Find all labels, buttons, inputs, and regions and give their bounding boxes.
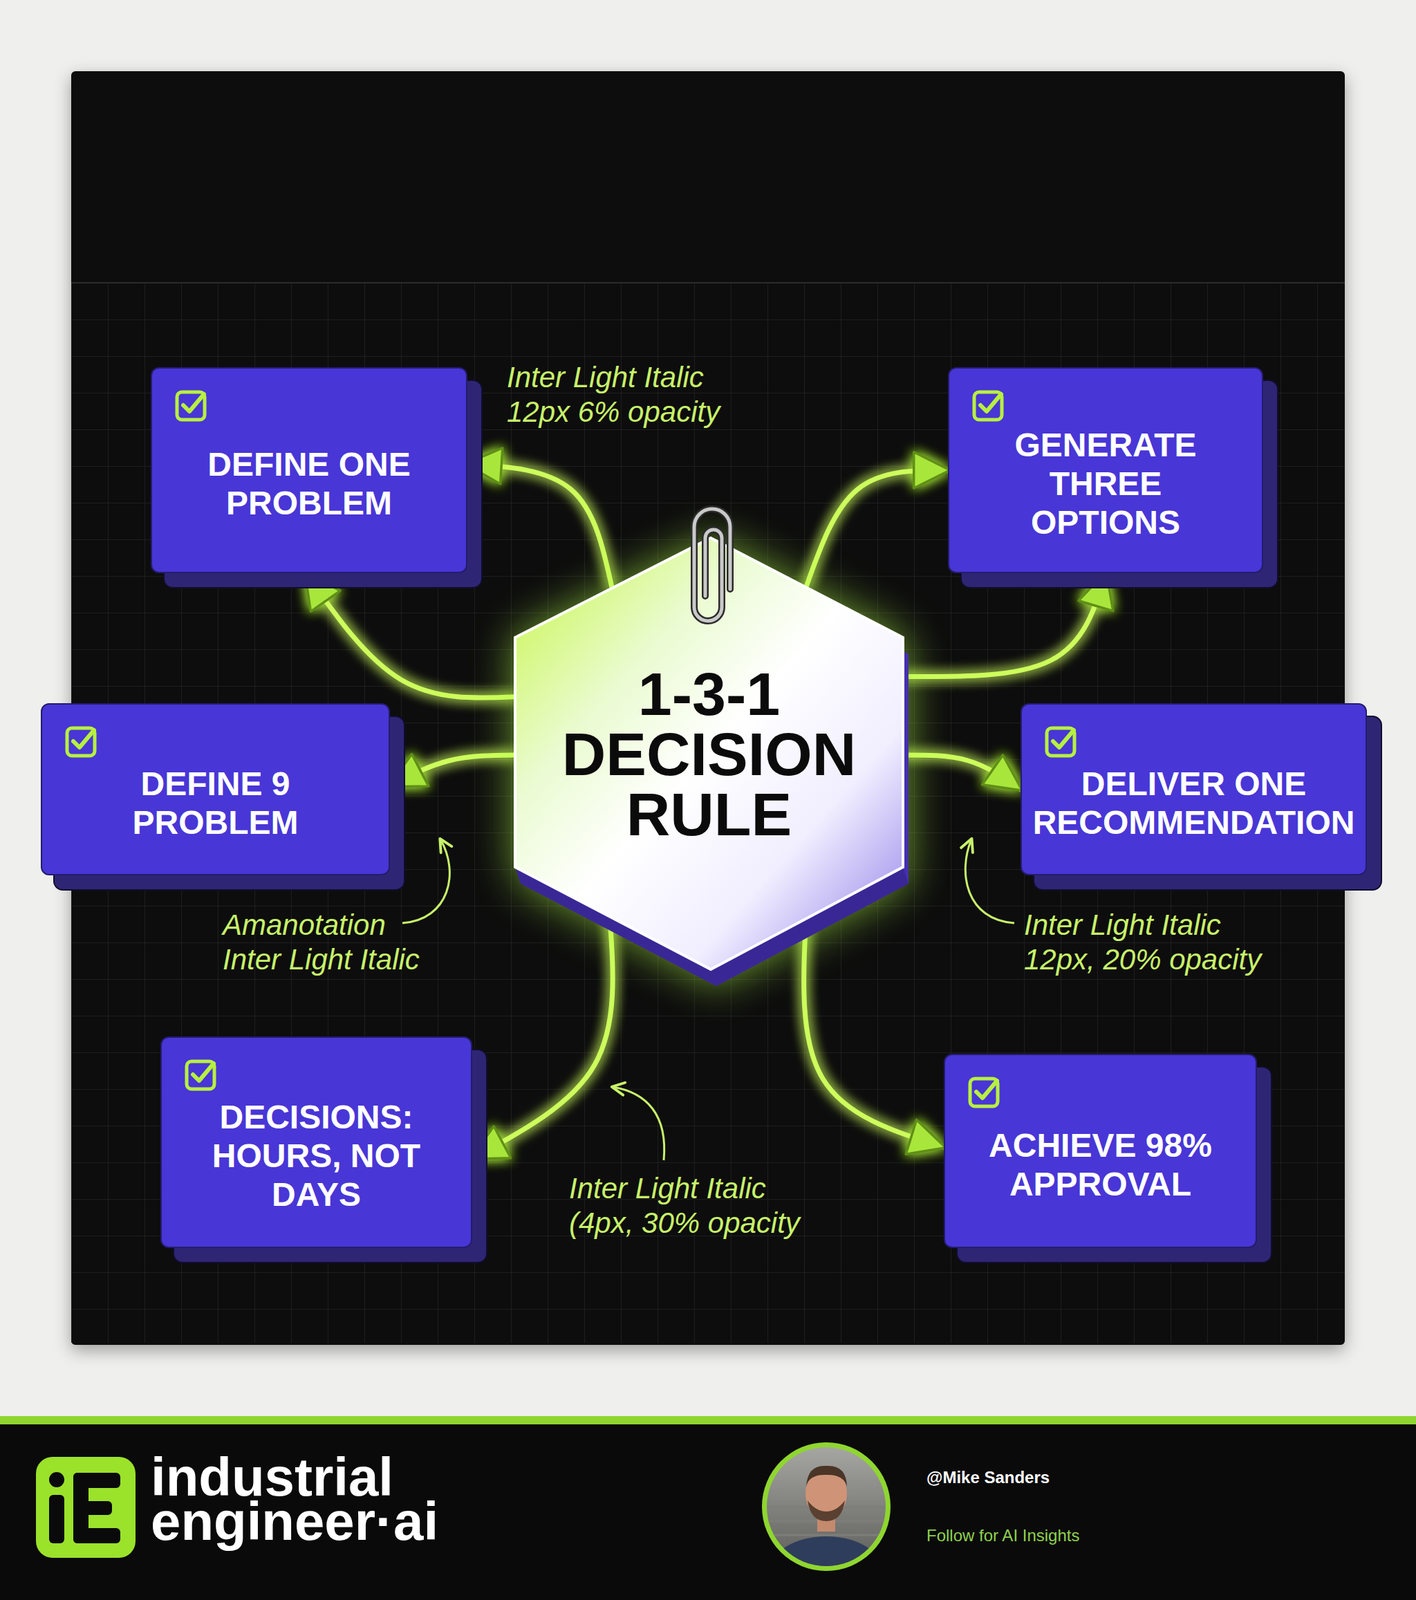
text-block: DELIVER ONE RECOMMENDATION — [1027, 764, 1361, 843]
check-box — [974, 392, 1002, 420]
check-icon — [174, 388, 209, 422]
check-box — [186, 1061, 215, 1089]
process-box: DECISIONS: HOURS, NOT DAYS — [160, 1036, 473, 1248]
logo-bar — [49, 1494, 65, 1544]
check-icon — [967, 1075, 1002, 1109]
step-text: ACHIEVE 98% APPROVAL — [969, 1126, 1233, 1204]
step-text: DEFINE ONE PROBLEM — [177, 445, 441, 523]
check-mark — [1053, 730, 1074, 748]
logo-wordmark: industrial engineer·ai — [150, 1454, 462, 1544]
paperclip-shadow — [694, 508, 731, 621]
step-text: GENERATE THREE OPTIONS — [988, 425, 1224, 543]
step-text: DELIVER ONE RECOMMENDATION — [1027, 764, 1361, 843]
check-mark — [980, 394, 1002, 412]
connector-arrow — [806, 470, 948, 588]
logo-e-top — [73, 1472, 121, 1488]
process-box: DEFINE 9 PROBLEM — [40, 703, 390, 876]
hexagon-face — [515, 537, 903, 970]
logo-square — [35, 1456, 136, 1558]
connector-arrow — [902, 755, 1021, 790]
step-text: DEFINE 9 PROBLEM — [70, 764, 361, 843]
text-block: DECISIONS: HOURS, NOT DAYS — [185, 1097, 449, 1215]
annotation-note: Inter Light Italic (4px, 30% opacity — [569, 1171, 818, 1241]
logo-e-bottom — [73, 1528, 121, 1544]
follow-caption: Follow for AI Insights — [926, 1525, 1204, 1546]
check-box — [67, 728, 95, 756]
leader-line — [965, 839, 1015, 924]
process-box: ACHIEVE 98% APPROVAL — [943, 1053, 1257, 1248]
text-block: 1-3-1 DECISION RULE — [550, 663, 869, 845]
avatar-beard — [807, 1500, 845, 1522]
connector-arrow — [467, 463, 612, 589]
check-box — [177, 392, 205, 420]
check-icon — [1044, 724, 1078, 758]
text-block: DEFINE 9 PROBLEM — [70, 764, 361, 843]
step-text: DECISIONS: HOURS, NOT DAYS — [185, 1097, 449, 1215]
leader-line — [402, 839, 450, 924]
paperclip — [694, 508, 731, 621]
connector-arrow — [305, 573, 516, 698]
text-block: GENERATE THREE OPTIONS — [988, 425, 1224, 543]
rule-title: 1-3-1 DECISION RULE — [550, 663, 869, 845]
logo-dot — [49, 1472, 65, 1488]
hexagon-text-area: 1-3-1 DECISION RULE — [515, 537, 903, 970]
check-icon — [184, 1057, 218, 1092]
avatar-shirt — [769, 1536, 883, 1600]
check-mark — [73, 730, 95, 748]
annotation-note: Amanotation Inter Light Italic — [222, 907, 431, 977]
panel-divider — [71, 282, 1345, 284]
process-box: GENERATE THREE OPTIONS — [947, 367, 1264, 574]
connector-arrow — [389, 755, 516, 787]
footer-accent-line — [0, 1416, 1416, 1425]
author-handle: @Mike Sanders — [926, 1467, 1204, 1488]
check-mark — [976, 1080, 998, 1098]
avatar — [761, 1442, 891, 1600]
leader-line — [612, 1086, 665, 1161]
check-icon — [64, 724, 99, 758]
check-mark — [192, 1063, 214, 1081]
footer-band — [0, 1424, 1416, 1600]
text-block: ACHIEVE 98% APPROVAL — [969, 1126, 1233, 1204]
connector-arrow — [804, 918, 944, 1147]
check-mark — [183, 394, 204, 412]
logo-e-middle — [73, 1501, 113, 1515]
check-box — [970, 1078, 998, 1107]
text-block: DEFINE ONE PROBLEM — [177, 445, 441, 523]
connector-arrow — [472, 916, 613, 1159]
process-box: DEFINE ONE PROBLEM — [150, 367, 468, 574]
check-box — [1046, 728, 1075, 756]
annotation-note: Inter Light Italic 12px, 20% opacity — [1023, 907, 1273, 977]
avatar-hair — [806, 1465, 847, 1487]
check-icon — [972, 388, 1006, 422]
decision-hexagon: 1-3-1 DECISION RULE — [515, 537, 903, 1000]
process-box: DELIVER ONE RECOMMENDATION — [1020, 703, 1367, 876]
connector-arrow — [902, 573, 1106, 677]
annotation-note: Inter Light Italic 12px 6% opacity — [506, 360, 742, 430]
logo-mark — [35, 1456, 136, 1558]
